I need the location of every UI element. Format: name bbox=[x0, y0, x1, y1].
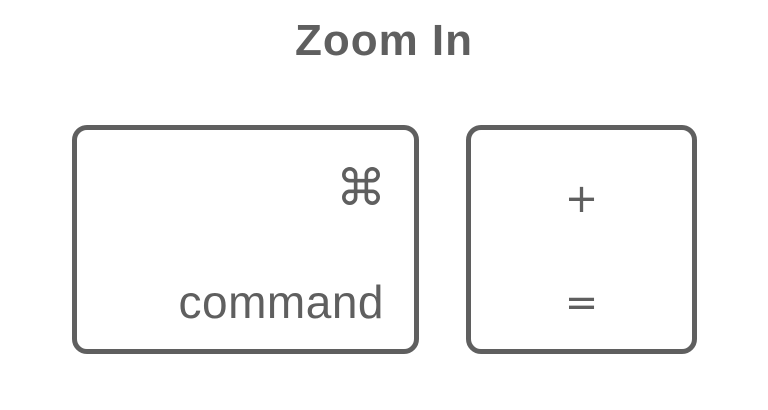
equals-symbol: = bbox=[564, 280, 599, 326]
plus-equals-key: + = bbox=[466, 125, 697, 354]
plus-symbol: + bbox=[564, 176, 599, 222]
command-icon: ⌘ bbox=[336, 159, 386, 217]
shortcut-title: Zoom In bbox=[294, 16, 474, 65]
command-key-label: command bbox=[178, 276, 384, 328]
command-key: ⌘ command bbox=[72, 125, 419, 354]
